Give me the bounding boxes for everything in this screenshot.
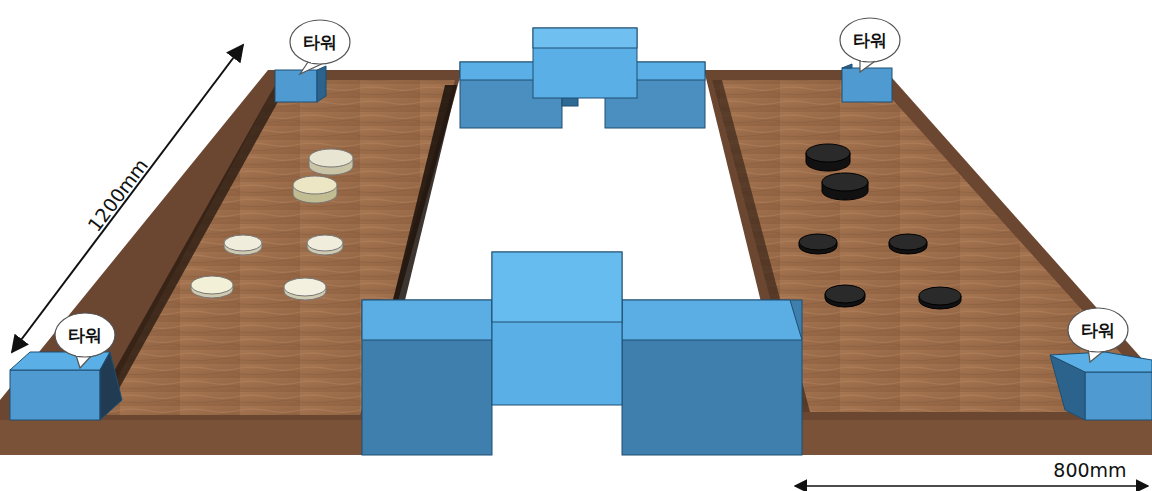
tower-blocks [10,64,1152,420]
tower-callout: 타워 [54,312,116,358]
tower-callout: 타워 [289,19,351,65]
front-blocks [362,252,802,455]
tower-label: 타워 [1081,319,1115,342]
dimension-arrow [12,45,243,352]
tower-callout: 타워 [839,17,901,63]
dimension-label: 1200mm [84,154,153,235]
dimension-label: 800mm [1053,459,1126,481]
tower-label: 타워 [68,324,102,347]
dimension-arrow [795,485,1148,487]
tower-callout: 타워 [1067,307,1129,353]
back-blocks [460,28,705,128]
white-pucks [191,149,353,300]
black-pucks [799,144,961,309]
tower-label: 타워 [853,29,887,52]
tower-label: 타워 [303,31,337,54]
